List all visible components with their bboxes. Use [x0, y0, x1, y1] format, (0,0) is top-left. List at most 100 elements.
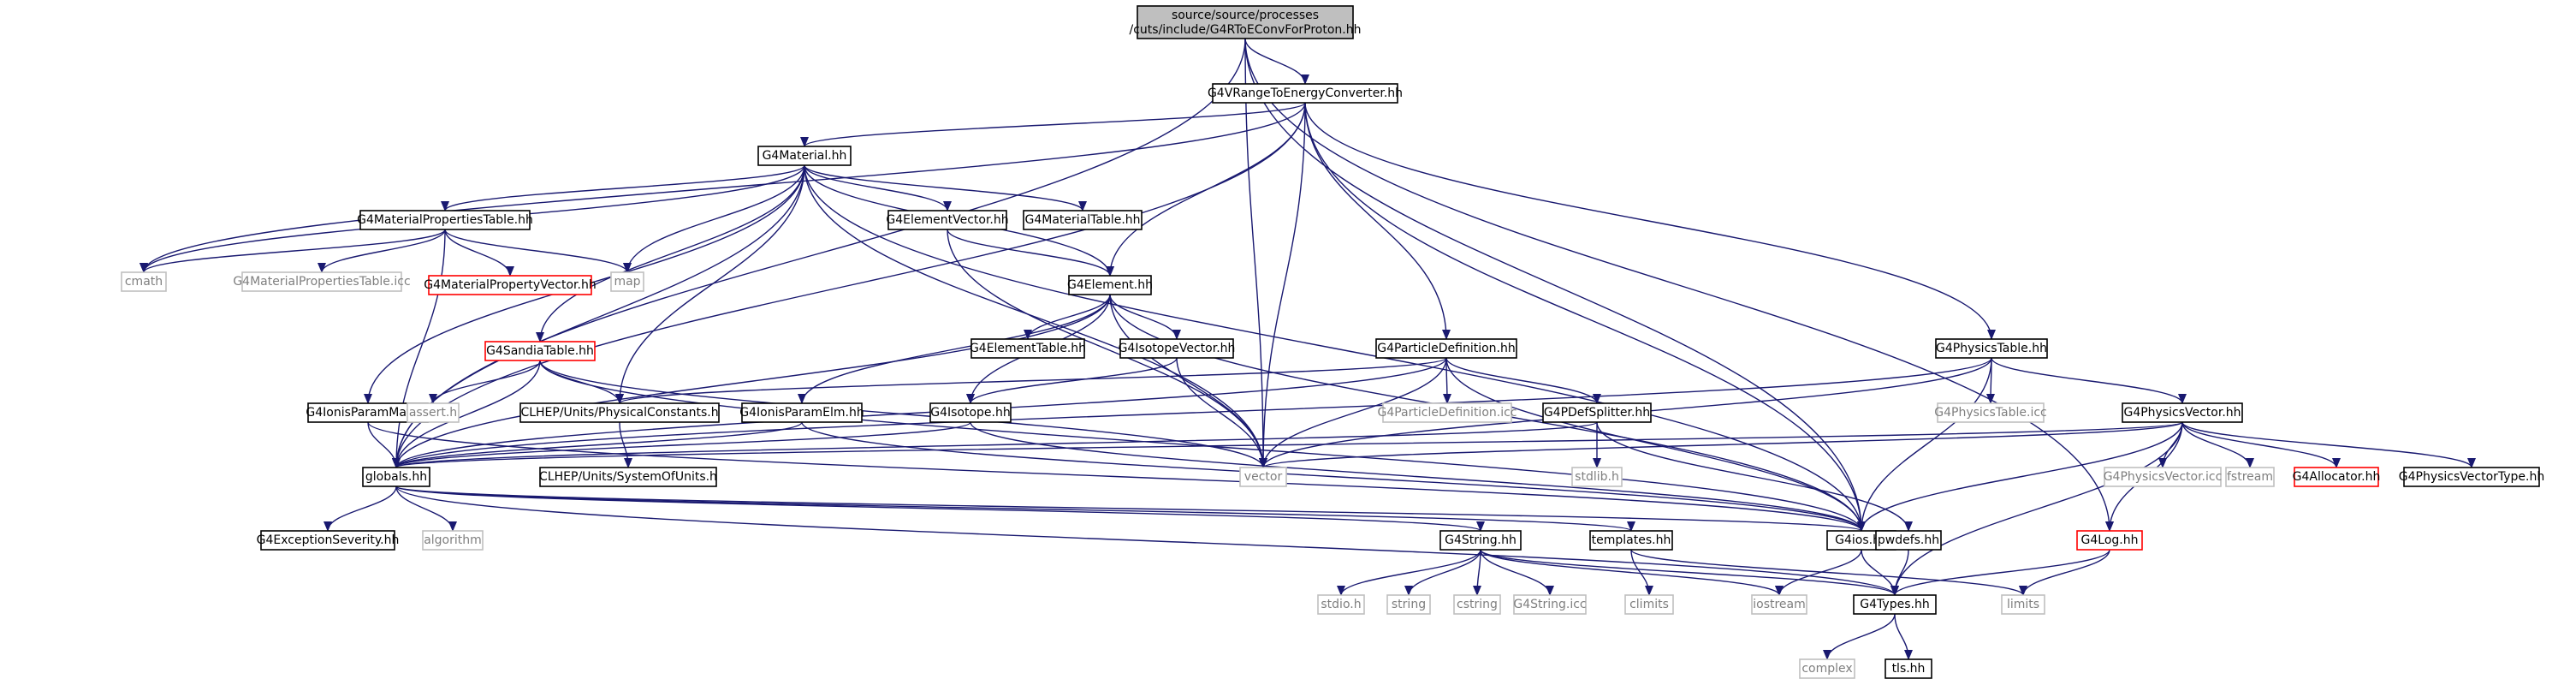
edge-partdef-to-globals — [392, 357, 1447, 468]
node-label: G4ParticleDefinition.hh — [1377, 342, 1515, 355]
node-isotope[interactable]: G4Isotope.hh — [929, 402, 1012, 423]
edge-g4log-to-limits — [2019, 549, 2110, 596]
node-physvectype[interactable]: G4PhysicsVectorType.hh — [2399, 467, 2545, 487]
node-label: G4Types.hh — [1860, 598, 1929, 611]
edge-element-to-isovec — [1109, 294, 1181, 340]
edge-physvec-to-g4ios — [1857, 421, 2183, 532]
edge-g4string-to-iostream — [1480, 549, 1784, 596]
edge-material-to-elvec — [804, 164, 952, 211]
node-clhepphys[interactable]: CLHEP/Units/PhysicalConstants.h — [519, 402, 720, 423]
node-mpv[interactable]: G4MaterialPropertyVector.hh — [424, 275, 597, 295]
node-box — [1571, 467, 1623, 487]
node-label: G4MaterialPropertiesTable.hh — [357, 213, 533, 227]
node-climits: climits — [1624, 594, 1674, 615]
node-map: map — [610, 271, 644, 292]
node-box — [1589, 530, 1673, 551]
node-tls[interactable]: tls.hh — [1885, 658, 1932, 679]
edge-physvec-to-physvecicc — [2158, 421, 2183, 468]
node-box — [610, 271, 644, 292]
node-label: cstring — [1457, 598, 1498, 611]
node-box — [428, 275, 592, 295]
node-material[interactable]: G4Material.hh — [757, 146, 852, 166]
node-box — [1375, 338, 1517, 359]
node-layer: source/source/processes/cuts/include/G4R… — [121, 5, 2545, 679]
edge-globals-to-g4types — [395, 485, 1899, 596]
node-templates[interactable]: templates.hh — [1589, 530, 1673, 551]
edge-physvec-to-physvectype — [2181, 421, 2476, 468]
node-box — [359, 210, 531, 230]
edge-material-to-map — [623, 164, 805, 273]
edge-isovec-to-isotope — [966, 357, 1178, 404]
edge-material-to-g4ios — [804, 164, 1866, 532]
node-label: templates.hh — [1592, 533, 1671, 547]
node-box — [1751, 594, 1807, 615]
node-box — [2294, 467, 2379, 487]
edge-root-to-vector — [1244, 38, 1267, 468]
node-eltable[interactable]: G4ElementTable.hh — [970, 338, 1086, 359]
edge-g4string-to-g4types — [1480, 549, 1899, 596]
node-label: G4Log.hh — [2081, 533, 2139, 547]
edge-g4string-to-stdio — [1337, 549, 1481, 596]
node-globals[interactable]: globals.hh — [362, 467, 430, 487]
node-box — [757, 146, 852, 166]
node-label: G4SandiaTable.hh — [486, 344, 594, 358]
node-box — [741, 402, 863, 423]
edge-physvec-to-allocator — [2181, 421, 2341, 468]
edge-vrange-to-g4ios — [1304, 102, 1866, 532]
node-sandia[interactable]: G4SandiaTable.hh — [484, 341, 596, 361]
node-label: fstream — [2227, 470, 2273, 484]
node-g4string[interactable]: G4String.hh — [1439, 530, 1522, 551]
node-root[interactable]: source/source/processes/cuts/include/G4R… — [1130, 5, 1362, 39]
node-pwdefs[interactable]: pwdefs.hh — [1875, 530, 1942, 551]
node-box — [1439, 530, 1522, 551]
node-mattable[interactable]: G4MaterialTable.hh — [1023, 210, 1143, 230]
node-vrange[interactable]: G4VRangeToEnergyConverter.hh — [1208, 83, 1403, 104]
node-phystable[interactable]: G4PhysicsTable.hh — [1935, 338, 2048, 359]
node-label: G4PhysicsTable.hh — [1936, 342, 2047, 355]
node-box — [1119, 338, 1234, 359]
edge-pdef-to-pwdefs — [1596, 421, 1913, 532]
node-element[interactable]: G4Element.hh — [1067, 275, 1153, 295]
node-allocator[interactable]: G4Allocator.hh — [2293, 467, 2381, 487]
edge-physvec-to-globals — [392, 421, 2183, 468]
node-clhepsou[interactable]: CLHEP/Units/SystemOfUnits.h — [539, 467, 717, 487]
edge-globals-to-excsev — [323, 485, 397, 532]
node-string: string — [1386, 594, 1431, 615]
node-box — [121, 271, 167, 292]
node-algorithm: algorithm — [422, 530, 484, 551]
node-g4log[interactable]: G4Log.hh — [2076, 530, 2143, 551]
node-label: G4ExceptionSeverity.hh — [257, 533, 400, 547]
edge-physvec-to-g4types — [1890, 421, 2183, 596]
edge-vrange-to-phystable — [1304, 102, 1996, 340]
node-label: G4PhysicsVector.hh — [2123, 406, 2241, 420]
node-label: stdio.h — [1321, 598, 1361, 611]
edge-ionismat-to-g4ios — [367, 421, 1866, 532]
node-label: G4PhysicsVectorType.hh — [2399, 470, 2545, 484]
node-label-line1: source/source/processes — [1172, 9, 1319, 22]
node-pdef[interactable]: G4PDefSplitter.hh — [1542, 402, 1652, 423]
edge-pwdefs-to-g4types — [1890, 549, 1909, 596]
node-box — [1799, 658, 1855, 679]
node-partdef[interactable]: G4ParticleDefinition.hh — [1375, 338, 1517, 359]
node-box — [1542, 402, 1652, 423]
node-g4stringicc: G4String.icc — [1513, 594, 1587, 615]
node-box — [1935, 338, 2048, 359]
node-g4types[interactable]: G4Types.hh — [1853, 594, 1937, 615]
node-excsev[interactable]: G4ExceptionSeverity.hh — [257, 530, 400, 551]
node-elvec[interactable]: G4ElementVector.hh — [886, 210, 1009, 230]
edge-elvec-to-element — [947, 229, 1114, 277]
node-label: cmath — [125, 275, 163, 289]
node-mpt[interactable]: G4MaterialPropertiesTable.hh — [357, 210, 533, 230]
node-label: stdlib.h — [1575, 470, 1619, 484]
node-physvec[interactable]: G4PhysicsVector.hh — [2122, 402, 2243, 423]
node-label: G4MaterialTable.hh — [1024, 213, 1140, 227]
edge-g4string-to-cstring — [1473, 549, 1482, 596]
node-label: G4Isotope.hh — [930, 406, 1011, 420]
node-ionisel[interactable]: G4IonisParamElm.hh — [739, 402, 864, 423]
node-isovec[interactable]: G4IsotopeVector.hh — [1119, 338, 1236, 359]
node-label: G4Allocator.hh — [2293, 470, 2381, 484]
node-box — [241, 271, 402, 292]
node-box — [484, 341, 596, 361]
node-assert: assert.h — [407, 402, 460, 423]
edge-g4string-to-g4stringicc — [1480, 549, 1554, 596]
